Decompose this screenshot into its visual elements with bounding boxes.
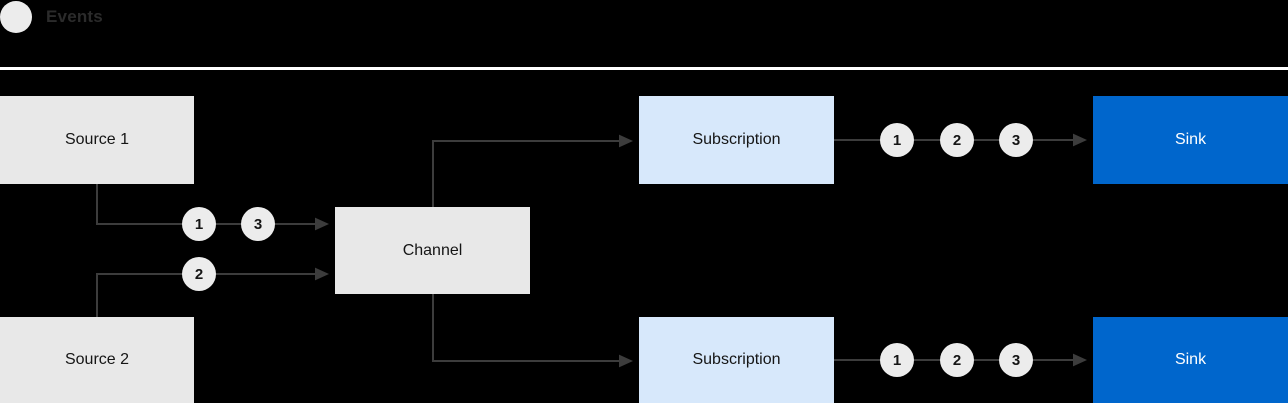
event-badge: 1	[182, 207, 216, 241]
legend: Events	[0, 0, 103, 34]
event-badge: 2	[940, 123, 974, 157]
node-source-1[interactable]: Source 1	[0, 96, 194, 184]
header-divider	[0, 67, 1288, 70]
event-badge: 1	[880, 343, 914, 377]
node-sink-2[interactable]: Sink	[1093, 317, 1288, 403]
event-badge: 2	[182, 257, 216, 291]
node-channel[interactable]: Channel	[335, 207, 530, 294]
event-badge: 2	[940, 343, 974, 377]
event-dot-icon	[0, 1, 32, 33]
legend-label: Events	[46, 7, 103, 26]
event-badge: 1	[880, 123, 914, 157]
node-subscription-1[interactable]: Subscription	[639, 96, 834, 184]
event-badge: 3	[999, 123, 1033, 157]
event-badge: 3	[241, 207, 275, 241]
event-badge: 3	[999, 343, 1033, 377]
node-sink-1[interactable]: Sink	[1093, 96, 1288, 184]
node-source-2[interactable]: Source 2	[0, 317, 194, 403]
node-subscription-2[interactable]: Subscription	[639, 317, 834, 403]
